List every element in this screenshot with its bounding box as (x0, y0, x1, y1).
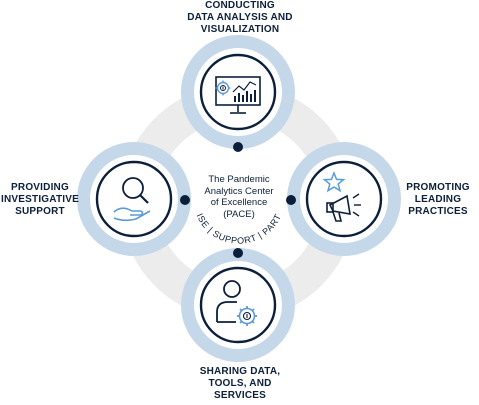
center-disc (156, 120, 320, 284)
magnifier-hand-icon (113, 177, 151, 222)
label-line: PROVIDING (11, 182, 69, 193)
node-top-ring (199, 53, 277, 131)
label-line: CONDUCTING (205, 0, 275, 11)
connector-dot-right (286, 195, 296, 205)
label-left: PROVIDING INVESTIGATIVE SUPPORT (0, 182, 80, 218)
connector-dot-left (180, 195, 190, 205)
node-top (181, 35, 295, 149)
node-left (77, 142, 191, 256)
connector-dot-bottom (233, 248, 243, 258)
label-right: PROMOTING LEADING PRACTICES (398, 182, 478, 218)
center-title-line: (PACE) (223, 208, 255, 220)
node-right-inner (300, 155, 388, 243)
center-title-line: The Pandemic (208, 174, 270, 185)
label-top: CONDUCTING DATA ANALYSIS AND VISUALIZATI… (170, 0, 310, 36)
label-line: INVESTIGATIVE (1, 194, 79, 205)
star-megaphone-icon (322, 171, 361, 222)
label-line: LEADING (414, 194, 462, 205)
label-line: DATA ANALYSIS AND (187, 12, 293, 23)
label-line: TOOLS, AND (208, 378, 272, 389)
node-top-inner (194, 48, 282, 136)
connector-dot-top (233, 142, 243, 152)
center-title: The Pandemic Analytics Center of Excelle… (188, 174, 290, 220)
person-gear-icon (216, 280, 257, 326)
label-line: VISUALIZATION (200, 24, 280, 35)
node-bottom-inner (194, 261, 282, 349)
node-bottom-ring (199, 266, 277, 344)
label-line: PRACTICES (408, 206, 468, 217)
label-line: SHARING DATA, (199, 366, 281, 377)
label-line: PROMOTING (406, 182, 470, 193)
label-line: SUPPORT (15, 206, 65, 217)
data-visualization-icon (215, 76, 261, 114)
node-right (287, 142, 401, 256)
center-title-line: of Excellence (210, 197, 268, 208)
node-bottom (181, 248, 295, 362)
label-bottom: SHARING DATA, TOOLS, AND SERVICES (180, 366, 300, 402)
center-title-line: Analytics Center (204, 185, 274, 197)
node-left-inner (90, 155, 178, 243)
node-left-ring (95, 160, 173, 238)
label-line: SERVICES (214, 390, 266, 401)
node-right-ring (305, 160, 383, 238)
